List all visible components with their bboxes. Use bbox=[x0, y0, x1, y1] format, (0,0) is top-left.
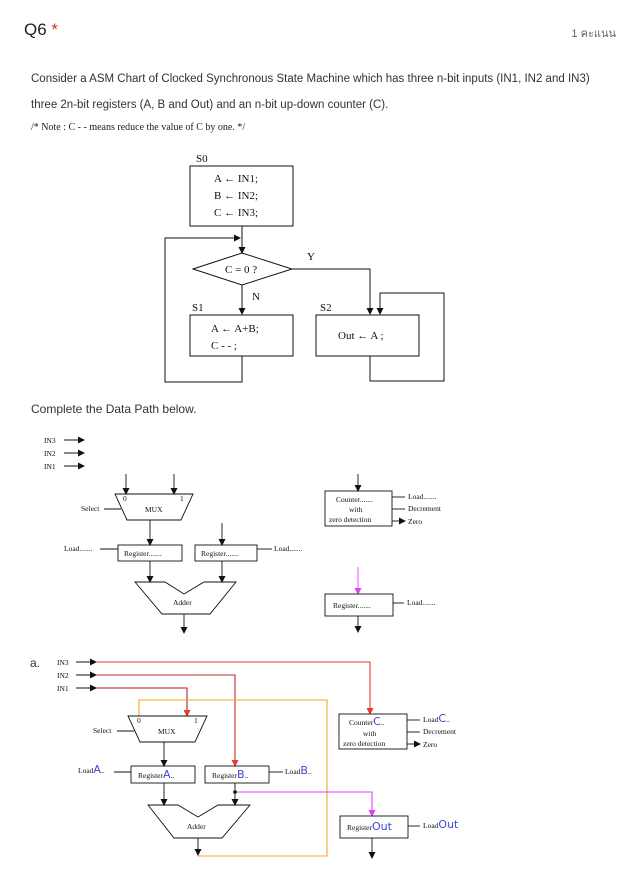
asm-chart: S0 A ← IN1; B ← IN2; C ← IN3; C = 0 ? Y … bbox=[164, 153, 445, 383]
state-s1-box bbox=[189, 314, 294, 357]
counter-line-2: with bbox=[349, 505, 363, 514]
points-label: 1 คะแนน bbox=[571, 28, 616, 40]
answer-mux-label: MUX bbox=[158, 727, 176, 736]
answer-counter-load-label[interactable]: LoadC.. bbox=[423, 712, 450, 725]
wire-in1-to-mux bbox=[96, 687, 191, 717]
register-b-label: Register....... bbox=[201, 549, 239, 558]
decision-yes: Y bbox=[307, 251, 315, 263]
answer-register-b-label[interactable]: RegisterB.. bbox=[212, 768, 248, 781]
answer-mux bbox=[127, 715, 208, 743]
answer-mux-input-1: 1 bbox=[194, 716, 198, 725]
adder-label: Adder bbox=[173, 598, 192, 607]
answer-counter-line-1[interactable]: CounterC.. bbox=[349, 715, 385, 728]
answer-select-label: Select bbox=[93, 726, 112, 735]
complete-prompt: Complete the Data Path below. bbox=[31, 402, 197, 416]
answer-adder bbox=[147, 804, 251, 839]
answer-adder-label: Adder bbox=[187, 822, 206, 831]
wire-in3-to-counter bbox=[96, 661, 374, 715]
answer-register-a-label[interactable]: RegisterA.. bbox=[138, 768, 174, 781]
wire-in2-to-register-b bbox=[96, 674, 239, 767]
input-in3-label: IN3 bbox=[44, 436, 56, 445]
register-b-blank bbox=[194, 544, 258, 562]
answer-input-in1-label: IN1 bbox=[57, 684, 69, 693]
s1-op-2: C - - ; bbox=[211, 340, 237, 352]
answer-counter[interactable] bbox=[338, 713, 408, 750]
load-b-label: Load....... bbox=[274, 544, 303, 553]
s2-op-1: Out ← A ; bbox=[338, 330, 384, 342]
s1-op-1: A ← A+B; bbox=[211, 323, 259, 335]
wire-a-to-out bbox=[235, 791, 376, 817]
state-s2-box bbox=[315, 314, 420, 357]
answer-mux-input-0: 0 bbox=[137, 716, 141, 725]
mux-blank bbox=[114, 493, 194, 521]
datapath-blank: IN3 IN2 IN1 0 1 MUX Select Load....... R… bbox=[44, 436, 442, 634]
counter-line-3: zero detection bbox=[329, 515, 372, 524]
load-a-label: Load....... bbox=[64, 544, 93, 553]
input-in2-label: IN2 bbox=[44, 449, 56, 458]
answer-option-label[interactable]: a. bbox=[30, 656, 41, 670]
register-out-blank bbox=[324, 593, 394, 617]
answer-load-a-label[interactable]: LoadA.. bbox=[78, 763, 105, 776]
state-s0-label: S0 bbox=[196, 153, 208, 165]
s0-op-2: B ← IN2; bbox=[214, 190, 258, 202]
required-mark: * bbox=[51, 20, 59, 39]
input-in1-label: IN1 bbox=[44, 462, 56, 471]
question-intro-line-1: Consider a ASM Chart of Clocked Synchron… bbox=[31, 73, 590, 85]
state-s2-label: S2 bbox=[320, 302, 332, 314]
state-s1-label: S1 bbox=[192, 302, 204, 314]
counter-line-1: Counter....... bbox=[336, 495, 373, 504]
register-out-load-label: Load....... bbox=[407, 598, 436, 607]
adder-blank bbox=[134, 581, 237, 615]
answer-register-out-label[interactable]: RegisterOut bbox=[347, 820, 393, 833]
decision-condition: C = 0 ? bbox=[225, 264, 257, 276]
s0-op-1: A ← IN1; bbox=[214, 173, 258, 185]
answer-input-in2-label: IN2 bbox=[57, 671, 69, 680]
counter-blank bbox=[324, 490, 393, 527]
answer-input-in3-label: IN3 bbox=[57, 658, 69, 667]
answer-counter-zero-label: Zero bbox=[423, 740, 437, 749]
mux-input-1: 1 bbox=[180, 494, 184, 503]
counter-zero-label: Zero bbox=[408, 517, 422, 526]
question-title: Q6 * bbox=[24, 20, 58, 40]
question-number: Q6 bbox=[24, 20, 47, 39]
decision-no: N bbox=[252, 291, 260, 303]
counter-load-label: Load....... bbox=[408, 492, 437, 501]
answer-load-b-label[interactable]: LoadB.. bbox=[285, 764, 312, 777]
answer-counter-line-2: with bbox=[363, 729, 377, 738]
answer-register-a[interactable] bbox=[130, 765, 196, 784]
register-out-label: Register....... bbox=[333, 601, 371, 610]
select-label: Select bbox=[81, 504, 100, 513]
answer-counter-line-3: zero detection bbox=[343, 739, 386, 748]
datapath-answer[interactable]: IN3 IN2 IN1 0 1 MUX Select LoadA.. Regis… bbox=[57, 658, 459, 859]
answer-register-out-load-label[interactable]: LoadOut bbox=[423, 818, 459, 831]
answer-counter-decrement-label: Decrement bbox=[423, 727, 457, 736]
answer-register-b[interactable] bbox=[204, 765, 270, 784]
answer-register-out[interactable] bbox=[339, 815, 409, 839]
mux-label: MUX bbox=[145, 505, 163, 514]
mux-input-0: 0 bbox=[123, 494, 127, 503]
question-intro-line-2: three 2n-bit registers (A, B and Out) an… bbox=[31, 99, 389, 111]
register-a-label: Register....... bbox=[124, 549, 162, 558]
s0-op-3: C ← IN3; bbox=[214, 207, 258, 219]
counter-decrement-label: Decrement bbox=[408, 504, 442, 513]
question-note: /* Note : C - - means reduce the value o… bbox=[31, 122, 246, 133]
